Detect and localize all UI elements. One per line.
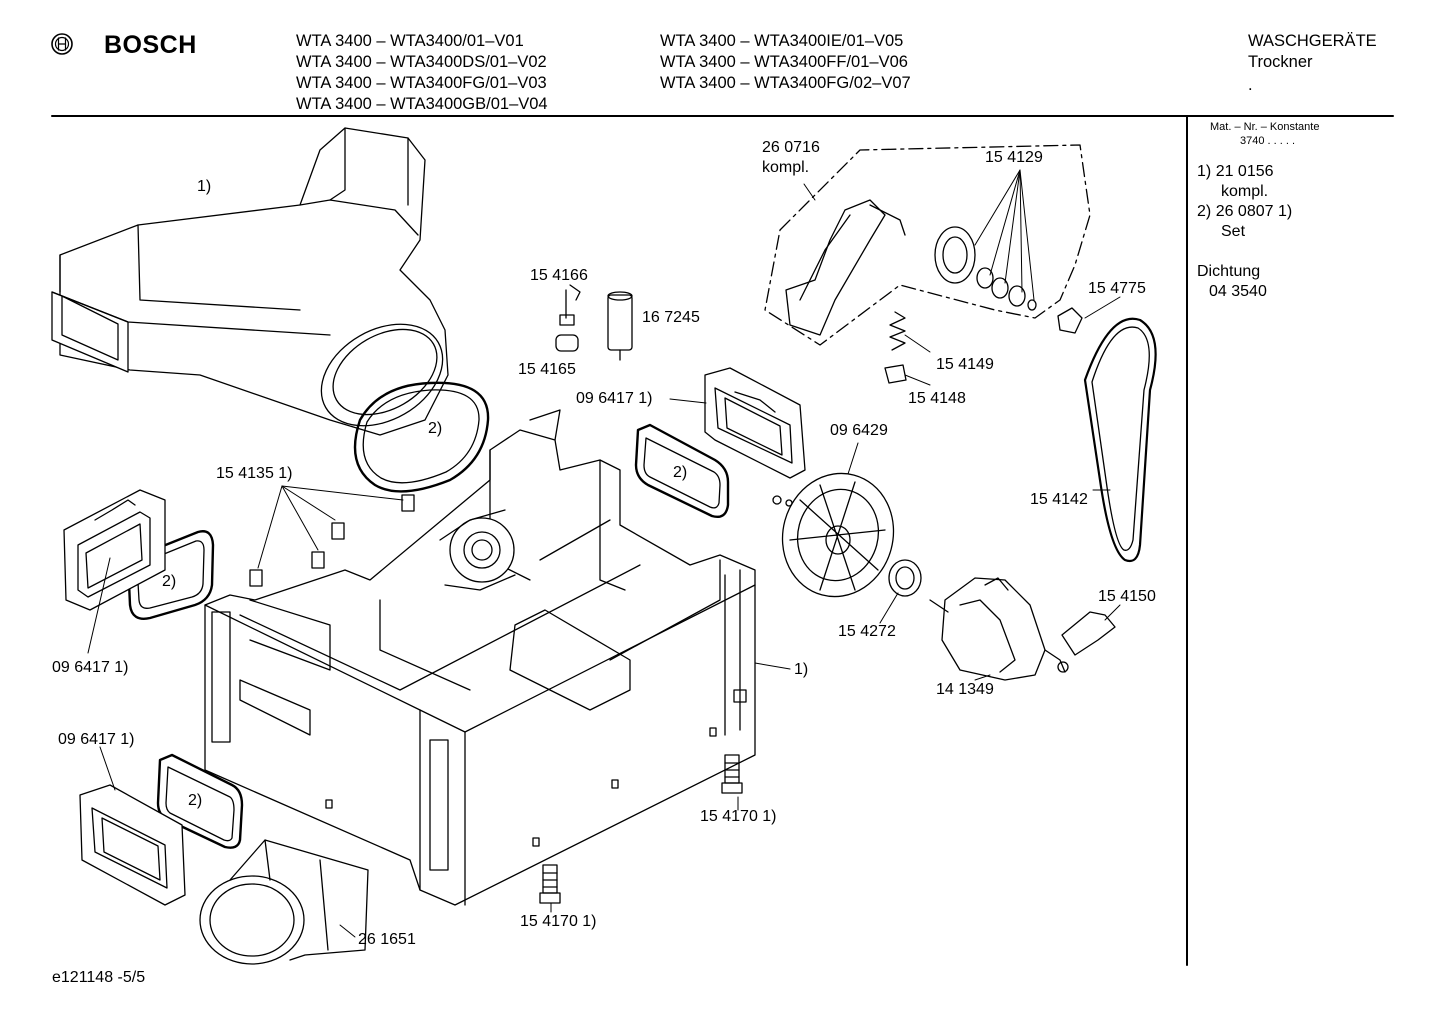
model-line: WTA 3400 – WTA3400FF/01–V06 (660, 53, 908, 71)
category-subtitle: Trockner (1248, 53, 1313, 71)
pulley-part (1057, 307, 1083, 334)
motor-part (929, 577, 1069, 681)
label-1541701-right: 15 4170 1) (700, 808, 777, 825)
bushing-part (555, 334, 579, 352)
label-1541351: 15 4135 1) (216, 465, 293, 482)
foot-screw-bottom (539, 864, 561, 904)
brand-name: BOSCH (104, 31, 197, 59)
exhaust-connector-part (199, 839, 369, 965)
label-duct: 1) (197, 178, 212, 195)
base-frame-part (204, 409, 756, 906)
flange-bottom-part (79, 784, 186, 906)
model-list-left: WTA 3400 – WTA3400/01–V01 WTA 3400 – WTA… (296, 31, 548, 115)
label-seal-left: 2) (162, 573, 177, 590)
label-1541701-bottom: 15 4170 1) (520, 913, 597, 930)
note-desc: kompl. (1221, 183, 1269, 200)
dichtung-label: Dichtung (1197, 263, 1261, 280)
dichtung-block: Dichtung 04 3540 (1197, 262, 1267, 302)
note-code: 26 0807 1) (1215, 203, 1293, 220)
tensioner-assembly-part (764, 144, 1091, 346)
label-154166: 15 4166 (530, 267, 588, 284)
label-154149: 15 4149 (936, 356, 994, 373)
category-title: WASCHGERÄTE (1248, 32, 1377, 50)
label-096429: 09 6429 (830, 422, 888, 439)
duct-seal-part (353, 381, 490, 493)
flange-left-part (63, 489, 166, 611)
label-096417-right: 09 6417 1) (576, 390, 653, 407)
label-seal-bottom: 2) (188, 792, 203, 809)
foot-screw-right (721, 754, 743, 794)
note-2: 2) 26 0807 1) Set (1197, 202, 1292, 242)
mat-nr-value: 3740 . . . . . (1240, 135, 1296, 147)
bracket-part (1061, 611, 1116, 656)
label-141349: 14 1349 (936, 681, 994, 698)
model-line: WTA 3400 – WTA3400FG/01–V03 (296, 74, 547, 92)
bosch-logo-icon (51, 33, 73, 55)
clip-parts (249, 494, 415, 587)
note-code: 21 0156 (1215, 163, 1274, 180)
model-line: WTA 3400 – WTA3400/01–V01 (296, 32, 524, 50)
label-154129: 15 4129 (985, 149, 1043, 166)
model-line: WTA 3400 – WTA3400DS/01–V02 (296, 53, 547, 71)
label-seal-right: 2) (673, 464, 688, 481)
bearing-part (888, 559, 922, 597)
note-desc: Set (1221, 223, 1246, 240)
note-key: 2) (1197, 203, 1212, 220)
note-1: 1) 21 0156 kompl. (1197, 162, 1274, 202)
label-260716-sub: kompl. (762, 159, 810, 176)
label-096417-bottom: 09 6417 1) (58, 731, 135, 748)
switch-part (559, 284, 581, 326)
air-duct-part (51, 127, 449, 436)
doc-code: e121148 -5/5 (52, 969, 146, 986)
note-key: 1) (1197, 163, 1212, 180)
capacitor-part (607, 291, 633, 361)
fan-wheel-part (772, 472, 895, 598)
mat-nr-title: Mat. – Nr. – Konstante (1210, 121, 1320, 133)
label-260716: 26 0716 (762, 139, 820, 156)
label-154150: 15 4150 (1098, 588, 1156, 605)
leader-lines (87, 169, 1121, 938)
label-154775: 15 4775 (1088, 280, 1146, 297)
model-line: WTA 3400 – WTA3400IE/01–V05 (660, 32, 904, 50)
model-line: WTA 3400 – WTA3400FG/02–V07 (660, 74, 911, 92)
label-154142: 15 4142 (1030, 491, 1088, 508)
nut-part (884, 364, 907, 384)
spring-part (889, 311, 906, 351)
label-154148: 15 4148 (908, 390, 966, 407)
category-dot: . (1248, 76, 1253, 94)
model-line: WTA 3400 – WTA3400GB/01–V04 (296, 95, 548, 113)
flange-right-part (704, 367, 806, 479)
seal-frame-right (634, 423, 730, 519)
dichtung-code: 04 3540 (1209, 283, 1267, 300)
label-seal-duct: 2) (428, 420, 443, 437)
label-154272: 15 4272 (838, 623, 896, 640)
label-096417-left: 09 6417 1) (52, 659, 129, 676)
label-167245: 16 7245 (642, 309, 700, 326)
belt-part (1083, 317, 1157, 563)
label-base-frame: 1) (794, 661, 809, 678)
label-154165: 15 4165 (518, 361, 576, 378)
label-261651: 26 1651 (358, 931, 416, 948)
seal-frame-left (126, 530, 215, 620)
category-block: WASCHGERÄTE Trockner . (1248, 31, 1377, 96)
model-list-right: WTA 3400 – WTA3400IE/01–V05 WTA 3400 – W… (660, 31, 911, 94)
